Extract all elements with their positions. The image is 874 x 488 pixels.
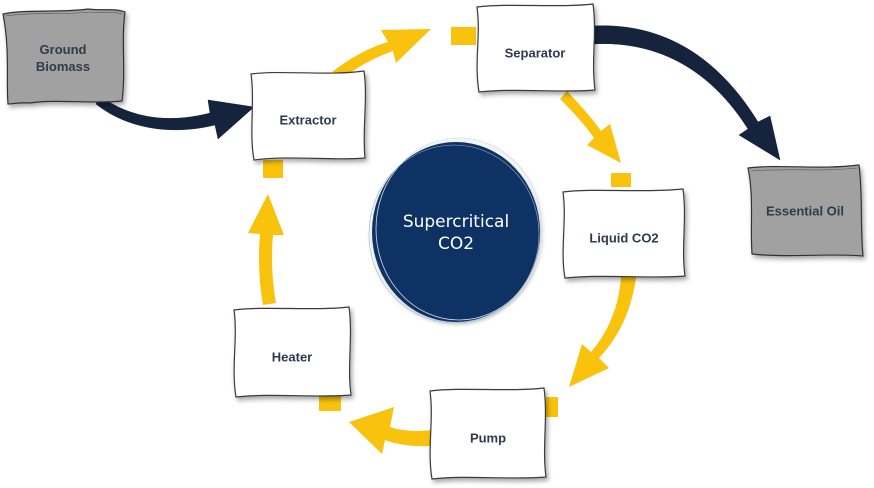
separator-label: Separator [505, 46, 566, 61]
heater-label: Heater [272, 350, 312, 365]
extractor-box [250, 70, 367, 161]
cycle-arrow-separator-to-liquid-co2 [560, 91, 621, 163]
heater-box [233, 306, 352, 398]
ground-biomass-box [2, 8, 126, 105]
pump-box [429, 387, 547, 480]
cycle-segment-pump-in [546, 397, 558, 417]
cycle-arrow-pump-to-heater [349, 407, 432, 454]
separator-box [476, 3, 596, 93]
cycle-segment-extractor-out [263, 160, 283, 178]
flow-arrow-biomass-to-extractor [95, 95, 255, 140]
cycle-segment-heater-out [319, 393, 341, 411]
flow-arrow-separator-to-essential-oil [591, 25, 781, 161]
supercritical-co2-circle [368, 137, 543, 324]
cycle-arrow-heater-to-extractor [248, 194, 284, 305]
liquid-co2-label: Liquid CO2 [589, 231, 658, 246]
cycle-segment-separator-in [451, 27, 476, 45]
pump-label: Pump [470, 431, 506, 446]
essential-oil-label: Essential Oil [766, 204, 844, 219]
liquid-co2-box [562, 188, 686, 279]
cycle-segment-liquid-co2-in [611, 173, 631, 187]
essential-oil-box [747, 164, 864, 257]
cycle-arrow-liquid-co2-to-pump [569, 277, 636, 387]
extractor-label: Extractor [279, 113, 336, 128]
cycle-arrow-extractor-to-separator [332, 29, 431, 76]
